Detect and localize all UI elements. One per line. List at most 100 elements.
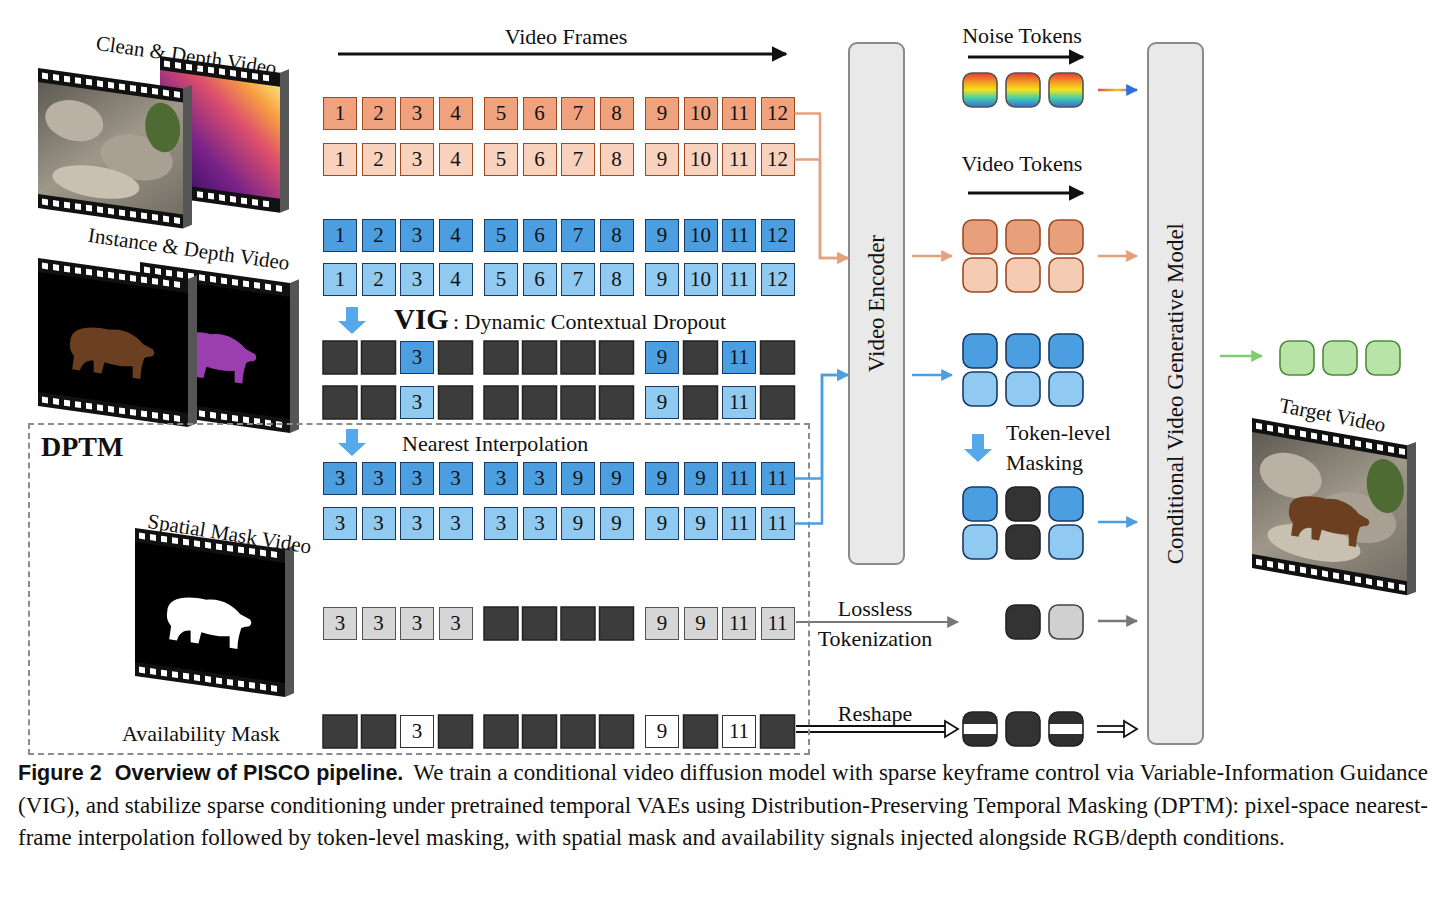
rock [1260, 448, 1322, 503]
node-text: 10 [690, 149, 711, 170]
frame-box: 3 [400, 263, 434, 296]
output-token [1280, 341, 1314, 375]
frame-box: 8 [600, 263, 634, 296]
frame-box: 9 [561, 462, 595, 495]
node-text: 11 [729, 613, 749, 634]
dropped-frame [439, 341, 473, 374]
condition-token [963, 525, 997, 559]
bracket-connector [795, 375, 849, 479]
perforation [172, 671, 178, 678]
perforation [152, 88, 158, 95]
frame-box: 9 [645, 386, 679, 419]
node-text: 2 [373, 149, 384, 170]
perforation [221, 413, 227, 420]
frame-box: 3 [323, 507, 357, 540]
video-token [1049, 258, 1083, 292]
node-text: 11 [729, 347, 749, 368]
condition-token [1049, 487, 1083, 521]
perforation [177, 271, 183, 278]
dropped-frame [523, 715, 557, 748]
frame-box: 3 [400, 715, 434, 748]
dropped-frame [684, 341, 718, 374]
node-text: 3 [450, 613, 461, 634]
perforation [230, 196, 236, 203]
perforation [243, 280, 249, 287]
node-text: 6 [534, 225, 545, 246]
node-text: 3 [450, 468, 461, 489]
perforation [241, 197, 247, 204]
perforation [75, 203, 81, 210]
node-text: 11 [729, 103, 749, 124]
node-text: 6 [534, 149, 545, 170]
frame-box: 9 [645, 462, 679, 495]
perforation [130, 275, 136, 282]
frame-box: 9 [645, 263, 679, 296]
node-text: 3 [412, 513, 423, 534]
strip-side [280, 68, 289, 214]
strip-side [285, 544, 294, 698]
node-text: 11 [729, 225, 749, 246]
condition-token [963, 334, 997, 368]
frame-box: 4 [439, 97, 473, 130]
perforation [86, 79, 92, 86]
node-text: 11 [729, 513, 749, 534]
perforation [1344, 574, 1350, 581]
dropped-frame [484, 341, 518, 374]
frame-box: 5 [484, 97, 518, 130]
perforation [238, 680, 244, 687]
frame-box: 8 [600, 97, 634, 130]
frame-box: 5 [484, 143, 518, 176]
node-text: 3 [450, 513, 461, 534]
text-label: Availability Mask [122, 720, 280, 748]
node-text: 2 [373, 269, 384, 290]
dropped-frame [523, 607, 557, 640]
rock [145, 100, 180, 154]
text-label: Noise Tokens [922, 22, 1122, 50]
perforation [174, 281, 180, 288]
frame-box: 1 [323, 143, 357, 176]
perforation [254, 282, 260, 289]
caption-heading: Overview of PISCO pipeline. [115, 761, 404, 785]
perforation [64, 266, 70, 273]
masked-token [1006, 487, 1040, 521]
time-arrow [968, 192, 1083, 195]
frame-box: 9 [684, 507, 718, 540]
frame-box: 3 [439, 607, 473, 640]
frame-box: 11 [761, 607, 795, 640]
node-text: 9 [657, 347, 668, 368]
node-text: 9 [657, 613, 668, 634]
perforation [155, 268, 161, 275]
dropped-frame [684, 715, 718, 748]
node-text: 9 [611, 513, 622, 534]
strip-frame [38, 68, 183, 228]
perforation [53, 398, 59, 405]
perforation [119, 273, 125, 280]
perforation [97, 80, 103, 87]
node-text: 3 [412, 613, 423, 634]
frame-box: 9 [645, 219, 679, 252]
node-text: 3 [496, 513, 507, 534]
perforation [1344, 438, 1350, 445]
perforation [276, 421, 282, 428]
perforation [174, 415, 180, 422]
strip-side [290, 278, 299, 434]
black-background [135, 542, 285, 683]
blue-arrow [1098, 521, 1137, 524]
video-token [963, 258, 997, 292]
output-token [1366, 341, 1400, 375]
node-text: 9 [657, 468, 668, 489]
perforation [119, 209, 125, 216]
frame-box: 2 [362, 263, 396, 296]
frame-box: 3 [484, 507, 518, 540]
frame-box: 1 [323, 219, 357, 252]
strip-side [1407, 440, 1416, 597]
node-text: 2 [373, 103, 384, 124]
perforation [108, 272, 114, 279]
perforation [108, 406, 114, 413]
dropped-frame [323, 341, 357, 374]
text-label: VIG [394, 301, 449, 337]
frame-box: 9 [645, 715, 679, 748]
perforation [139, 667, 145, 674]
node-text: 9 [695, 468, 706, 489]
node-text: 3 [412, 269, 423, 290]
